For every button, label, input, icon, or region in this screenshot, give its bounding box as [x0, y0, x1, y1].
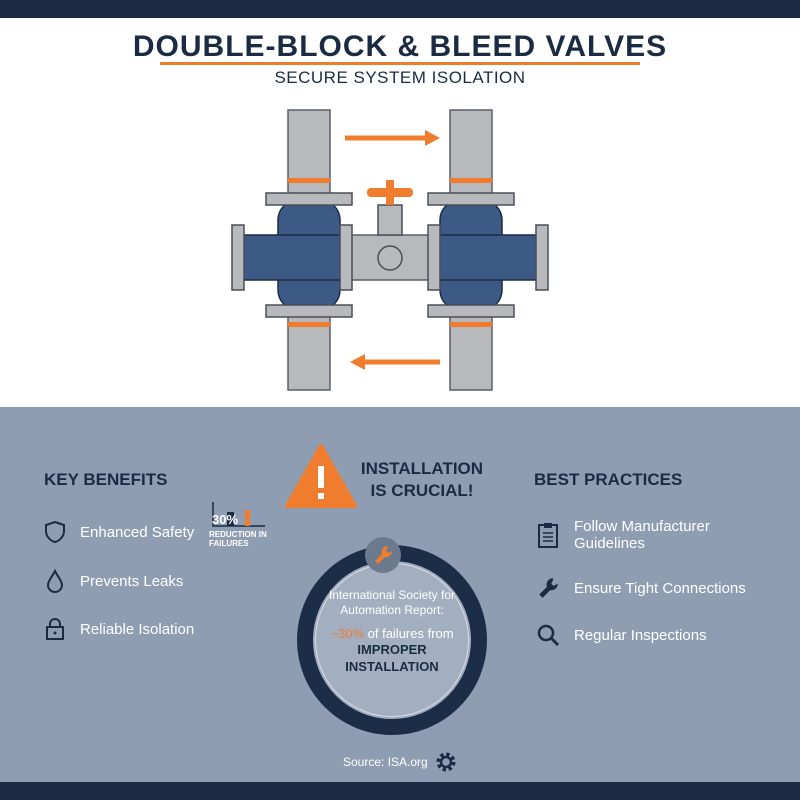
benefit-prevents-leaks: Prevents Leaks [44, 569, 183, 593]
drop-icon [46, 569, 64, 593]
reduction-mini-chart: 30% REDUCTION IN FAILURES [205, 500, 275, 555]
heading-line-1: INSTALLATION [360, 459, 484, 478]
report-source: International Society for Automation Rep… [328, 588, 456, 617]
bottom-bar [0, 782, 800, 800]
reduction-label: REDUCTION IN FAILURES [209, 530, 267, 548]
benefit-enhanced-safety: Enhanced Safety [44, 520, 194, 544]
installation-heading: INSTALLATION IS CRUCIAL! [352, 458, 492, 502]
stat-text: of failures from [364, 626, 454, 641]
key-benefits-heading: KEY BENEFITS [44, 470, 168, 489]
orange-band [450, 322, 492, 327]
heading-line-2: IS CRUCIAL! [370, 481, 474, 500]
practice-label: Follow Manufacturer Guidelines [574, 518, 710, 552]
practice-guidelines: Follow Manufacturer Guidelines [536, 518, 766, 552]
shield-icon [45, 520, 65, 544]
lock-icon [46, 618, 64, 640]
orange-band [288, 178, 330, 183]
chart-bar-after [245, 510, 250, 526]
wrench-icon [375, 546, 393, 564]
page-title: DOUBLE-BLOCK & BLEED VALVES [132, 30, 668, 63]
wrench-icon [539, 578, 558, 598]
emphasis-line-2: INSTALLATION [345, 659, 439, 674]
orange-band [450, 178, 492, 183]
top-bar [0, 0, 800, 18]
source-note: Source: ISA.org [343, 750, 458, 774]
clipboard-icon [538, 523, 558, 548]
orange-band [288, 322, 330, 327]
practice-tight-connections: Ensure Tight Connections [536, 576, 746, 600]
warning-icon [285, 444, 357, 508]
stat-text: International Society for Automation Rep… [313, 588, 471, 675]
title-underline [160, 62, 640, 65]
reduction-value: 30% [212, 512, 239, 527]
practice-inspections: Regular Inspections [536, 623, 707, 647]
practice-label: Regular Inspections [574, 626, 707, 644]
practice-label: Ensure Tight Connections [574, 579, 746, 597]
emphasis-line-1: IMPROPER [357, 642, 427, 657]
benefit-reliable-isolation: Reliable Isolation [44, 617, 194, 641]
wrench-badge [365, 537, 401, 573]
source-text: Source: ISA.org [343, 755, 428, 769]
gear-icon [436, 752, 456, 772]
chart-bar-before [227, 512, 234, 526]
benefit-label: Prevents Leaks [80, 572, 184, 590]
benefit-label: Enhanced Safety [80, 523, 195, 541]
page-subtitle: SECURE SYSTEM ISOLATION [274, 68, 526, 87]
valve-illustration [231, 109, 549, 391]
best-practices-heading: BEST PRACTICES [534, 470, 683, 489]
stat-value: ~30% [330, 626, 365, 641]
benefit-label: Reliable Isolation [80, 620, 195, 638]
magnifier-icon [537, 624, 560, 647]
